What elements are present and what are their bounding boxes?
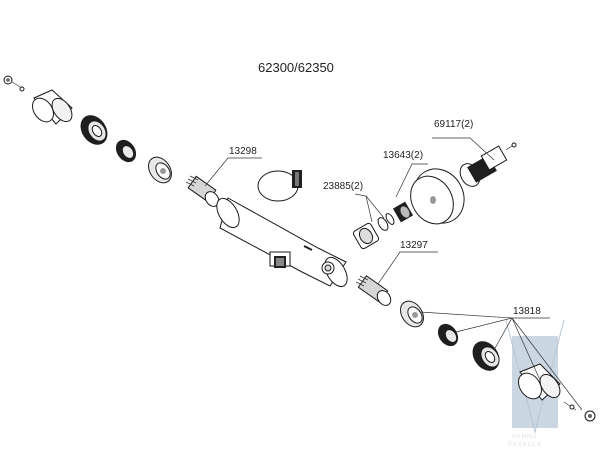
leader-13298: [204, 157, 262, 187]
label-13298: 13298: [229, 146, 257, 157]
left-small-ring: [115, 139, 137, 163]
left-knurled-ring: [80, 115, 108, 145]
leaders-13818: [419, 311, 583, 411]
right-knurled-ring: [472, 341, 500, 371]
right-gear-adapter: [400, 300, 424, 328]
label-13818: 13818: [513, 306, 541, 317]
watermark-line1: VANNU: [512, 434, 538, 440]
label-13297: 13297: [400, 240, 428, 251]
label-23885: 23885(2): [323, 181, 363, 192]
left-handle: [32, 89, 73, 125]
escutcheon-13643: [410, 168, 465, 225]
leader-23885-a: [354, 193, 373, 223]
leader-13297: [377, 251, 438, 285]
label-13643: 13643(2): [383, 150, 423, 161]
valve-body: [216, 170, 348, 288]
connector-69117: [459, 142, 517, 187]
left-gear-adapter: [148, 156, 172, 184]
right-screw: [563, 401, 596, 422]
watermark-line2: PASAULE: [508, 442, 542, 448]
cartridge-13298: [185, 175, 220, 207]
diagram-title: 62300/62350: [258, 60, 334, 75]
right-handle: [518, 363, 561, 401]
label-69117: 69117(2): [434, 119, 473, 130]
leader-13643: [395, 163, 428, 198]
leader-69117: [432, 137, 495, 161]
leader-23885-b: [365, 195, 385, 219]
left-screw: [3, 75, 25, 92]
right-small-ring: [437, 323, 459, 347]
cartridge-13297: [355, 275, 392, 306]
part-23885: [352, 201, 414, 250]
